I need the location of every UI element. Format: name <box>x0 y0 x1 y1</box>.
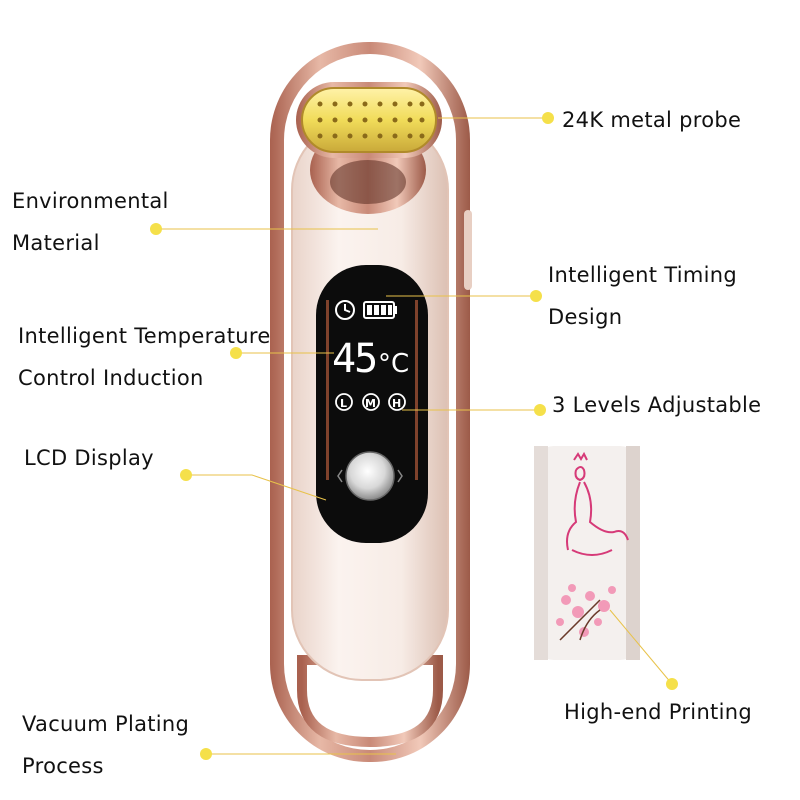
side-button[interactable] <box>464 210 472 290</box>
power-button[interactable] <box>345 451 395 501</box>
screen-edge-right <box>415 300 418 480</box>
temperature-unit: °C <box>378 349 409 379</box>
level-mid-icon: M <box>362 393 380 411</box>
label-lcd-display: LCD Display <box>24 446 154 470</box>
blossom-branch <box>559 599 601 641</box>
lady-figure-outline <box>566 451 629 556</box>
clock-icon <box>335 300 355 320</box>
svg-text:M: M <box>365 397 376 410</box>
label-intelligent-timing: Intelligent Timing Design <box>548 263 737 329</box>
cherry-blossom-flowers <box>556 584 616 637</box>
battery-icon <box>363 301 397 319</box>
level-high-icon: H <box>388 393 406 411</box>
label-vacuum-plating: Vacuum Plating Process <box>22 712 190 778</box>
screen-edge-left <box>326 300 329 480</box>
label-metal-probe: 24K metal probe <box>562 108 742 132</box>
label-environmental-material: Environmental Material <box>12 189 169 255</box>
leader-lines <box>156 117 673 755</box>
temperature-value: 45 <box>332 336 376 382</box>
level-low-icon: L <box>335 393 353 411</box>
probe-neck-shadow <box>330 160 406 204</box>
callout-dots <box>150 112 678 760</box>
label-high-end-printing: High-end Printing <box>564 700 752 724</box>
label-levels-adjustable: 3 Levels Adjustable <box>552 393 762 417</box>
probe-dots <box>317 101 425 139</box>
svg-text:L: L <box>340 397 347 410</box>
svg-text:H: H <box>392 397 401 410</box>
label-temperature-control: Intelligent Temperature Control Inductio… <box>18 324 271 390</box>
button-side-marks <box>337 469 403 483</box>
handle-loop <box>297 655 443 748</box>
printing-detail-inset <box>534 446 640 660</box>
